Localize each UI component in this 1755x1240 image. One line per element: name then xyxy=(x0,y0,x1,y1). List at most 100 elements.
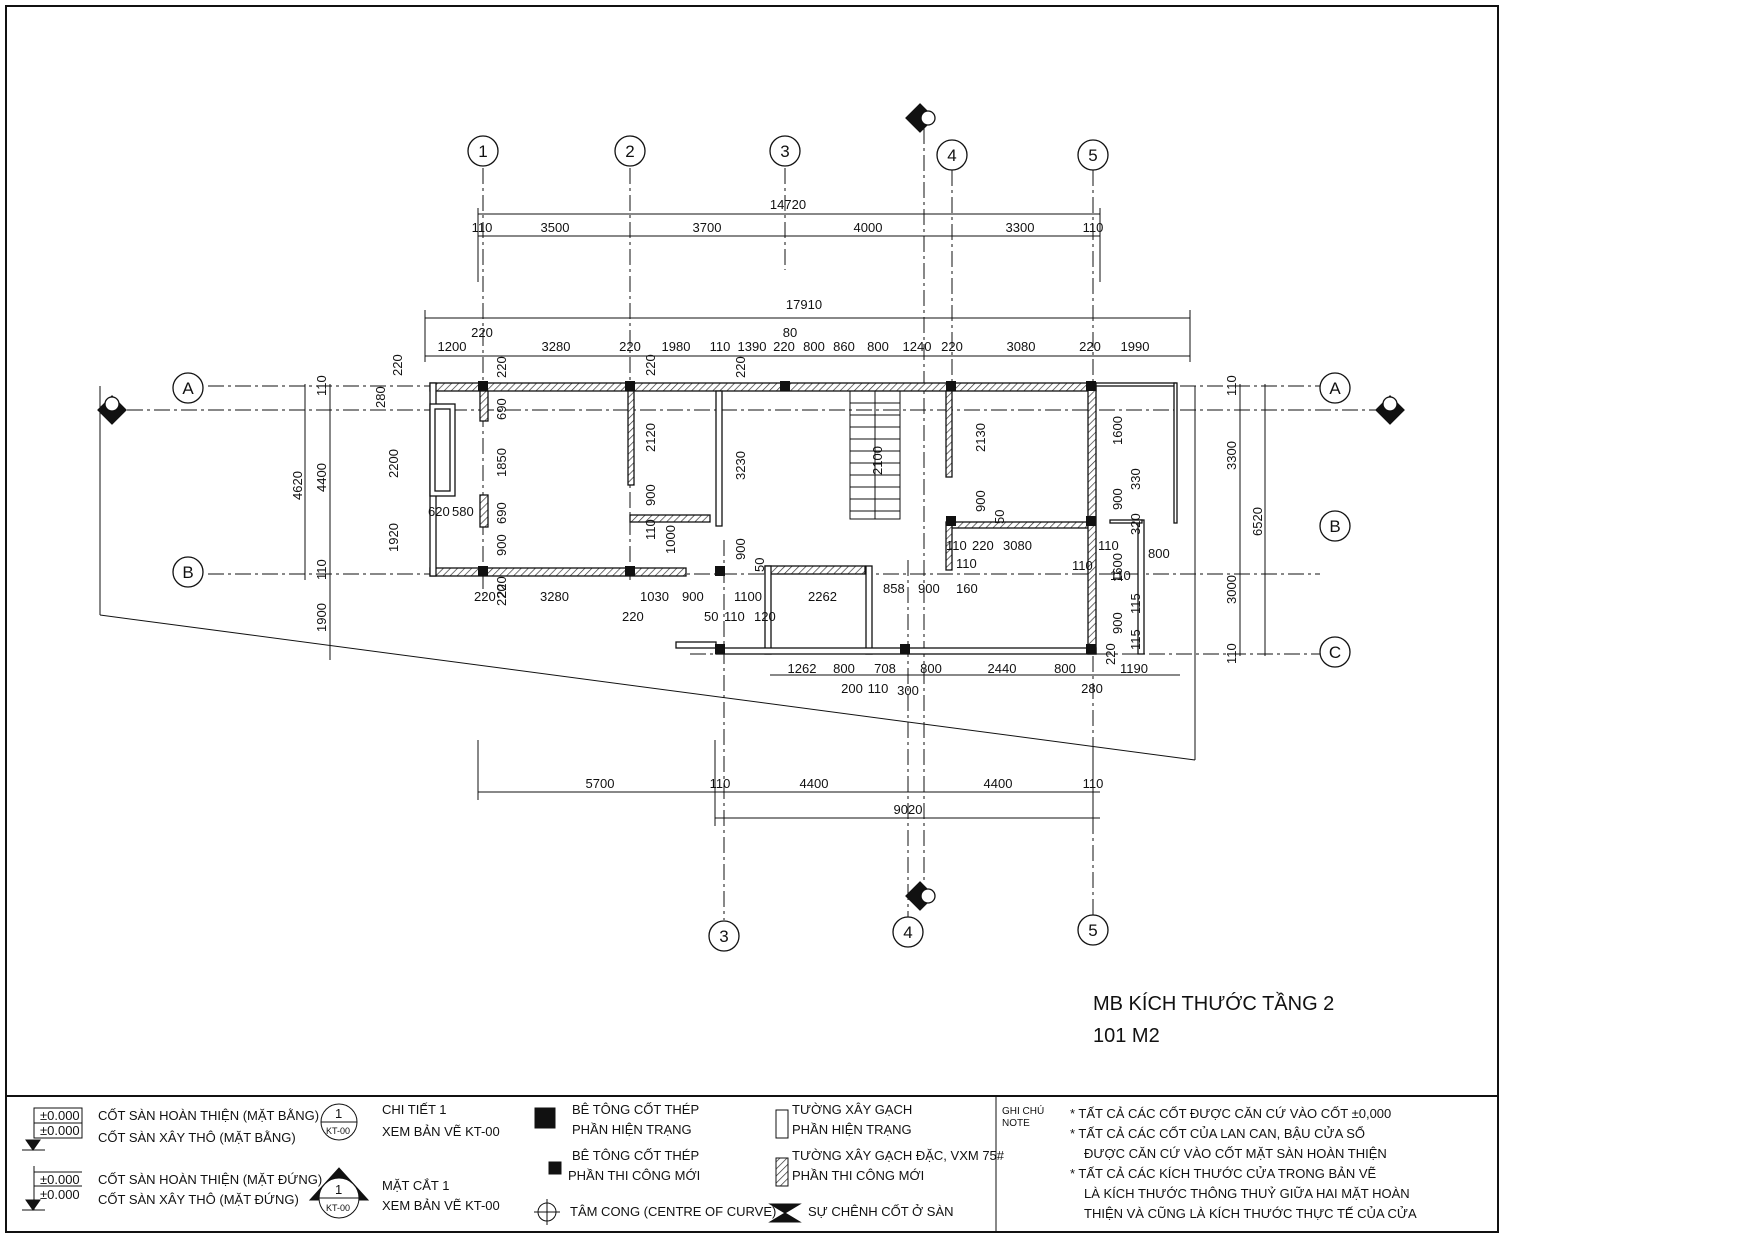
dim-r6520: 6520 xyxy=(1250,507,1265,536)
dim-l110b: 110 xyxy=(314,559,329,580)
columns xyxy=(478,381,1096,654)
grid-label-col4-bottom: 4 xyxy=(903,923,912,942)
dim-h3080: 3080 xyxy=(1003,538,1032,553)
legend-section-num: 1 xyxy=(335,1182,342,1197)
grid-label-rowC-right: C xyxy=(1329,643,1341,662)
grid-label-col5-bottom: 5 xyxy=(1088,921,1097,940)
dim-t220a: 220 xyxy=(471,325,493,340)
dim-v1000: 1000 xyxy=(663,525,678,554)
legend-level-d: ±0.000 xyxy=(40,1187,80,1202)
dim-c708: 708 xyxy=(874,661,896,676)
legend: ±0.000 ±0.000 ±0.000 ±0.000 CỐT SÀN HOÀN… xyxy=(22,1096,1417,1232)
dim-h110a: 110 xyxy=(946,538,967,553)
legend-wall1b: PHẦN HIỆN TRẠNG xyxy=(792,1122,912,1137)
dim-v690b: 690 xyxy=(494,502,509,524)
legend-row4: CỐT SÀN XÂY THÔ (MẶT ĐỨNG) xyxy=(98,1192,299,1207)
dim-v220c: 220 xyxy=(494,576,509,598)
dim-v2130: 2130 xyxy=(973,423,988,452)
legend-conc1a: BÊ TÔNG CỐT THÉP xyxy=(572,1102,699,1117)
note-line5: LÀ KÍCH THƯỚC THÔNG THUỶ GIỮA HAI MẶT HO… xyxy=(1084,1186,1410,1201)
legend-row3: CỐT SÀN HOÀN THIỆN (MẶT ĐỨNG) xyxy=(98,1172,322,1187)
grid-label-col2: 2 xyxy=(625,142,634,161)
dim-d3700: 3700 xyxy=(693,220,722,235)
dim-v220d: 220 xyxy=(643,354,658,376)
dim-c110: 110 xyxy=(868,681,889,696)
dim-c800b: 800 xyxy=(920,661,942,676)
dim-v110a: 110 xyxy=(643,519,658,540)
dim-v50b: 50 xyxy=(992,510,1007,524)
legend-conc1b: PHẦN HIỆN TRẠNG xyxy=(572,1122,692,1137)
dim-c200: 200 xyxy=(841,681,863,696)
note-line1: * TẤT CẢ CÁC CỐT ĐƯỢC CĂN CỨ VÀO CỐT ±0,… xyxy=(1070,1106,1391,1121)
dim-b220b: 220 xyxy=(494,584,509,606)
dim-r3000: 3000 xyxy=(1224,575,1239,604)
note-line2: * TẤT CẢ CÁC CỐT CỦA LAN CAN, BẬU CỬA SỔ xyxy=(1070,1126,1365,1141)
dim-t1240: 1240 xyxy=(903,339,932,354)
legend-level-c: ±0.000 xyxy=(40,1172,80,1187)
dim-v900f: 900 xyxy=(1110,612,1125,634)
grid-bubbles xyxy=(172,135,1351,952)
legend-wall2a: TƯỜNG XÂY GẠCH ĐẶC, VXM 75# xyxy=(792,1148,1005,1163)
dim-t220e: 220 xyxy=(1079,339,1101,354)
legend-level-diff: SỰ CHÊNH CỐT Ở SÀN xyxy=(808,1204,954,1219)
dim-t80: 80 xyxy=(783,325,797,340)
dim-g9020: 9020 xyxy=(894,802,923,817)
site-boundary xyxy=(99,386,1196,761)
grid-label-rowB-right: B xyxy=(1329,517,1340,536)
legend-centre: TÂM CONG (CENTRE OF CURVE) xyxy=(570,1204,776,1219)
dim-overall-building: 17910 xyxy=(786,297,822,312)
dim-b120: 120 xyxy=(754,609,776,624)
dim-v900a: 900 xyxy=(494,534,509,556)
dim-d110b: 110 xyxy=(1083,220,1104,235)
dim-v900d: 900 xyxy=(973,490,988,512)
note-line6: THIỆN VÀ CŨNG LÀ KÍCH THƯỚC THỰC TẾ CỦA … xyxy=(1084,1206,1417,1221)
legend-level-a: ±0.000 xyxy=(40,1108,80,1123)
dim-c300: 300 xyxy=(897,683,919,698)
grid-label-rowA: A xyxy=(182,379,194,398)
stair xyxy=(849,390,901,520)
dim-v1920: 1920 xyxy=(386,523,401,552)
dim-t3080: 3080 xyxy=(1007,339,1036,354)
dim-l4620: 4620 xyxy=(290,471,305,500)
dim-b220d: 220 xyxy=(1103,643,1118,665)
dim-c280: 280 xyxy=(1081,681,1103,696)
dim-v690a: 690 xyxy=(494,398,509,420)
dim-v115b: 115 xyxy=(1128,629,1143,650)
dim-t1390: 1390 xyxy=(738,339,767,354)
dim-b1100: 1100 xyxy=(734,589,762,604)
dim-d3300: 3300 xyxy=(1006,220,1035,235)
dim-g110a: 110 xyxy=(710,776,731,791)
dim-b160: 160 xyxy=(956,581,978,596)
dim-t1980: 1980 xyxy=(662,339,691,354)
dim-d110a: 110 xyxy=(472,220,493,235)
dimension-lines xyxy=(304,208,1266,826)
dim-v330: 330 xyxy=(1128,468,1143,490)
dim-t220d: 220 xyxy=(941,339,963,354)
dim-g4400a: 4400 xyxy=(800,776,829,791)
dim-b50: 50 xyxy=(704,609,718,624)
legend-level-b: ±0.000 xyxy=(40,1123,80,1138)
dim-c1262: 1262 xyxy=(788,661,817,676)
dim-g4400b: 4400 xyxy=(984,776,1013,791)
dim-t860: 860 xyxy=(833,339,855,354)
dim-v2100: 2100 xyxy=(870,446,885,475)
dim-c800c: 800 xyxy=(1054,661,1076,676)
dim-v1600b: 1600 xyxy=(1110,553,1125,582)
dim-t800a: 800 xyxy=(803,339,825,354)
dim-h110d: 110 xyxy=(1072,558,1093,573)
sheet-frame xyxy=(5,5,1499,1233)
grid-label-col3-bottom: 3 xyxy=(719,927,728,946)
dim-c2440: 2440 xyxy=(988,661,1017,676)
dim-r110b: 110 xyxy=(1224,643,1239,664)
legend-detail1: CHI TIẾT 1 xyxy=(382,1102,447,1117)
dim-v1600a: 1600 xyxy=(1110,416,1125,445)
note-heading-vn: GHI CHÚ xyxy=(1002,1104,1044,1117)
grid-label-col3: 3 xyxy=(780,142,789,161)
dim-h800: 800 xyxy=(1148,546,1170,561)
legend-wall2b: PHẦN THI CÔNG MỚI xyxy=(792,1168,924,1183)
legend-wall1a: TƯỜNG XÂY GẠCH xyxy=(792,1102,912,1117)
dim-r110a: 110 xyxy=(1224,375,1239,396)
dim-h620: 620 xyxy=(428,504,450,519)
dim-t110: 110 xyxy=(710,339,731,354)
dim-b2262: 2262 xyxy=(808,589,837,604)
